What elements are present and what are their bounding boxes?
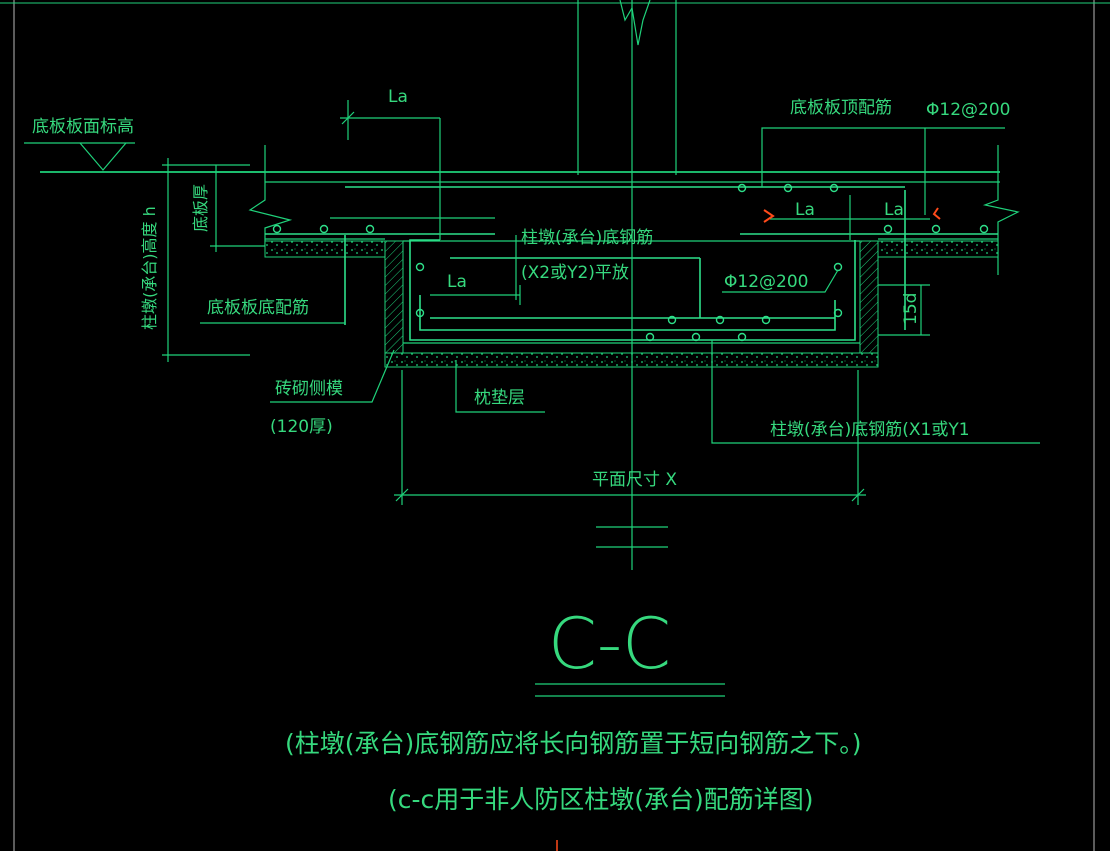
slab-bottom-rebar-leader: 底板板底配筋 <box>200 298 345 324</box>
la-inner-label: La <box>447 272 467 292</box>
la-right-2-label: La <box>884 200 904 220</box>
dim-15d: 15d <box>878 284 930 336</box>
side-rebar-spec-label: Φ12@200 <box>724 272 808 292</box>
top-rebar-spec-label: Φ12@200 <box>926 100 1010 120</box>
slab-outline <box>40 145 1020 275</box>
pier-bottom-rebar-leader: 柱墩(承台)底钢筋 (X2或Y2)平放 <box>330 217 653 300</box>
slab-thickness-label: 底板厚 <box>191 184 210 232</box>
center-line <box>596 175 668 570</box>
cushion-layer-label: 枕垫层 <box>474 388 525 408</box>
red-marker-left <box>763 209 775 223</box>
slab-cushion-left <box>264 240 386 258</box>
slab-cushion-right <box>877 240 999 258</box>
slab-top-rebar <box>345 183 905 193</box>
plan-dimension-x: 平面尺寸 X <box>394 370 866 505</box>
slab-top-rebar-leader: 底板板顶配筋 Φ12@200 <box>761 98 1010 215</box>
brick-formwork-label-2: (120厚) <box>270 417 333 437</box>
slab-top-rebar-label: 底板板顶配筋 <box>790 98 892 118</box>
pier-bottom-x1y1-leader: 柱墩(承台)底钢筋(X1或Y1 <box>711 340 1040 444</box>
slab-bottom-rebar <box>265 224 998 235</box>
la-dimension-right: La La <box>763 195 941 240</box>
side-rebar-leader: Φ12@200 <box>722 269 839 293</box>
la-dimension-top-left: La <box>340 87 441 240</box>
note-2: (c-c用于非人防区柱墩(承台)配筋详图) <box>388 785 814 814</box>
pier-bottom-rebar-label-1: 柱墩(承台)底钢筋 <box>521 228 653 248</box>
slab-thickness-dimension: 底板厚 <box>191 165 265 252</box>
brick-formwork-leader: 砖砌侧模 (120厚) <box>270 349 395 437</box>
column-above <box>577 0 677 175</box>
section-title: C-C <box>548 603 671 685</box>
anchor-15d-label: 15d <box>901 293 921 325</box>
la-right-1-label: La <box>795 200 815 220</box>
slab-bottom-rebar-label: 底板板底配筋 <box>207 298 309 318</box>
plan-dimension-label: 平面尺寸 X <box>592 470 677 490</box>
elevation-marker: 底板板面标高 <box>24 117 135 171</box>
la-dimension-inner: La <box>430 272 521 305</box>
brick-formwork-label-1: 砖砌侧模 <box>275 379 343 399</box>
red-marker-right <box>932 207 941 220</box>
section-title-block: C-C <box>535 603 725 697</box>
slab-top-elevation-label: 底板板面标高 <box>32 117 134 137</box>
pier-height-dimension: 柱墩(承台)高度 h <box>140 158 250 362</box>
pier-height-label: 柱墩(承台)高度 h <box>140 206 159 330</box>
cushion-layer-leader: 枕垫层 <box>455 360 545 413</box>
pier-bottom-x1y1-label: 柱墩(承台)底钢筋(X1或Y1 <box>770 420 970 440</box>
la-top-left-label: La <box>388 87 408 107</box>
pier-bottom-rebar-label-2: (X2或Y2)平放 <box>521 263 629 283</box>
note-1: (柱墩(承台)底钢筋应将长向钢筋置于短向钢筋之下。) <box>285 729 862 758</box>
